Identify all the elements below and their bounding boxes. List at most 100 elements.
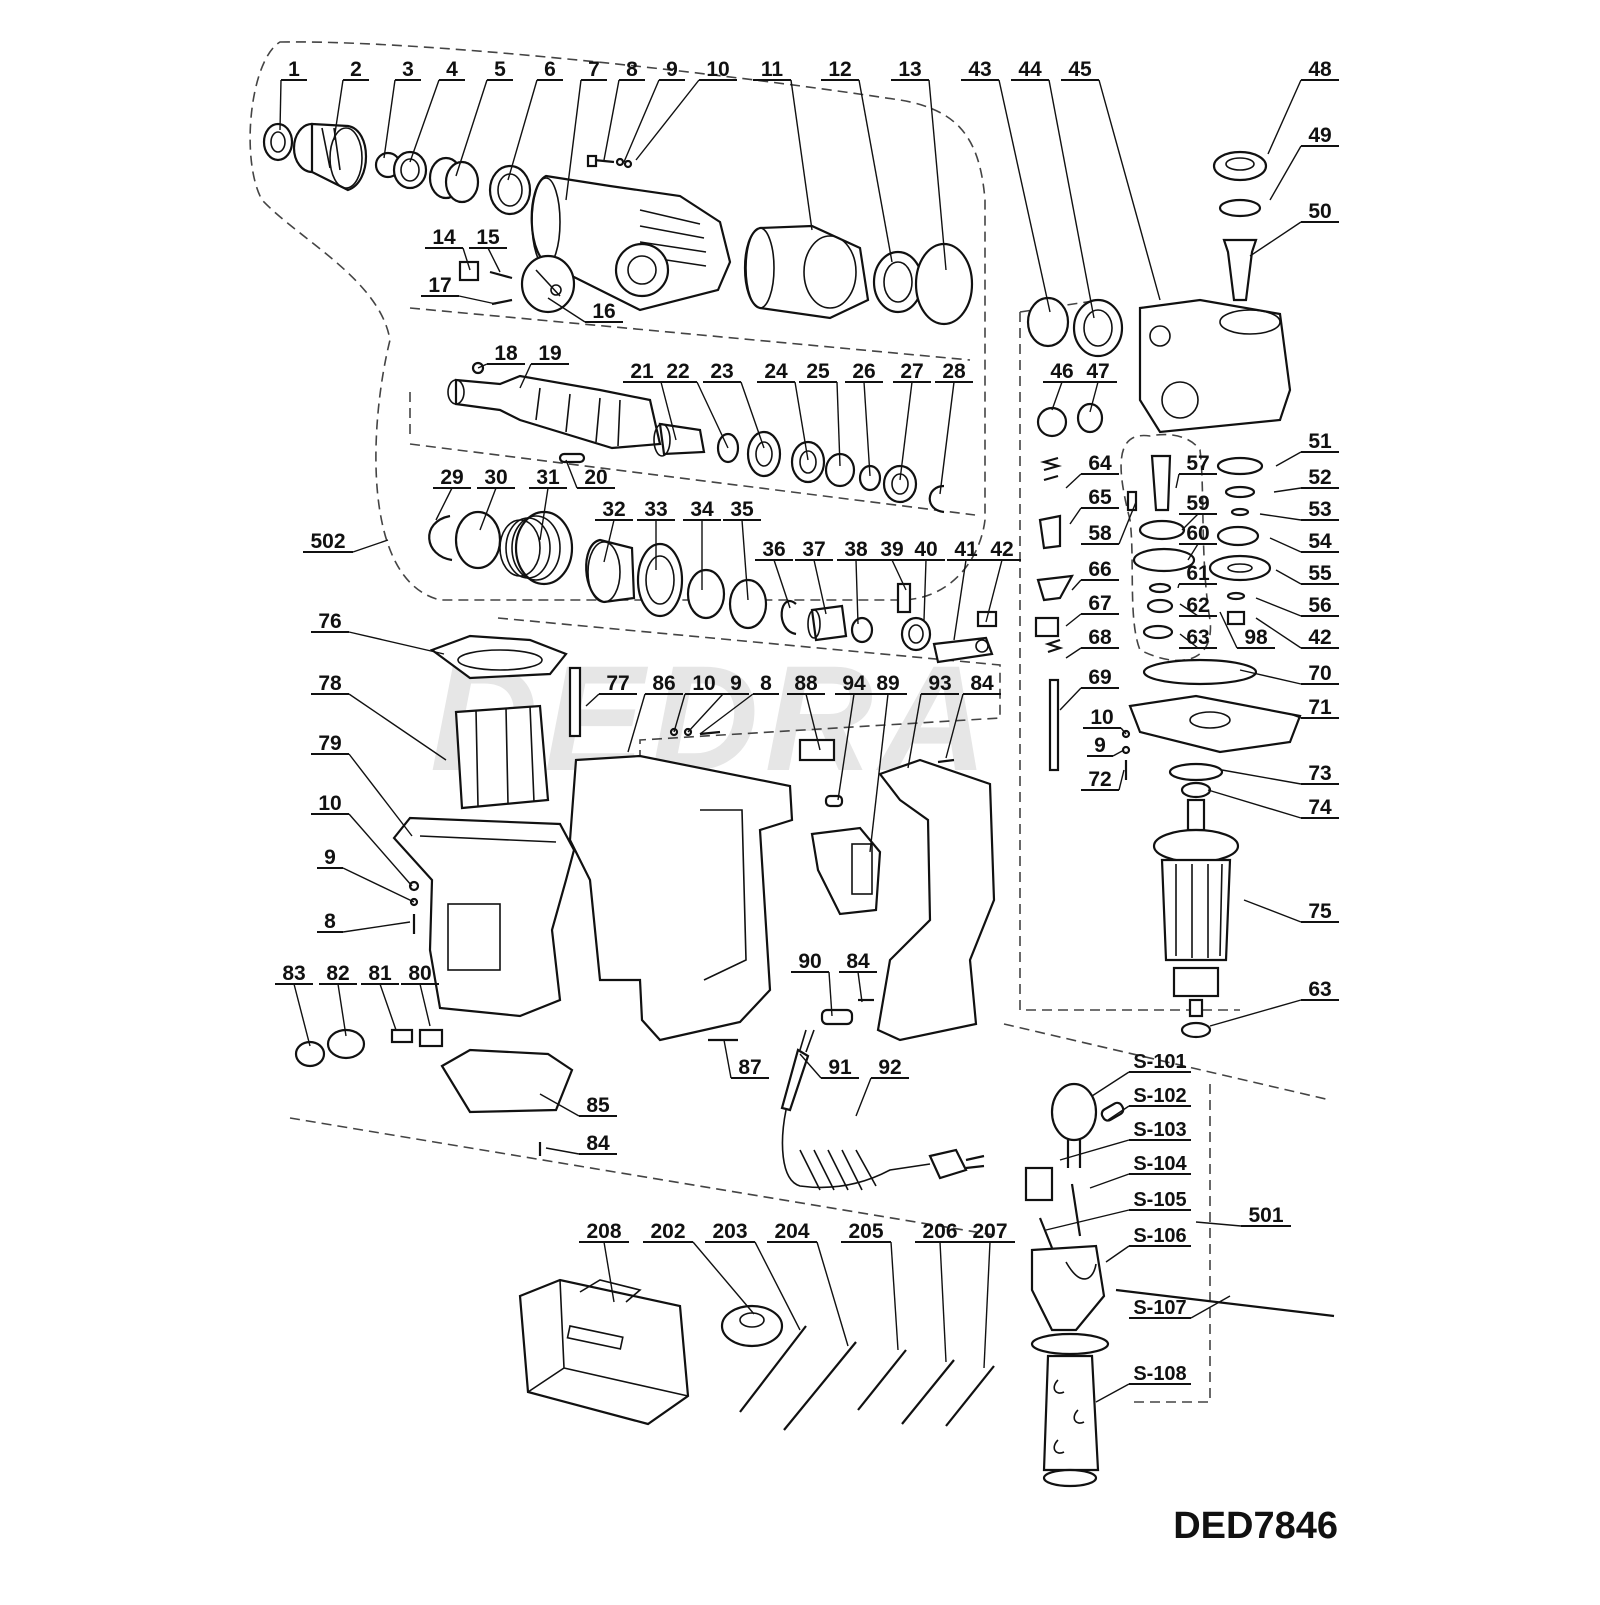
callout-label: S-103	[1133, 1119, 1186, 1141]
callout-leader	[773, 559, 791, 609]
callout-s-104: S-104	[1089, 1153, 1191, 1189]
callout-80: 80	[401, 962, 439, 1027]
callout-label: 55	[1308, 562, 1332, 585]
callout-label: 74	[1308, 796, 1332, 819]
callout-208: 208	[579, 1220, 629, 1303]
part-70-o-ring	[1142, 658, 1258, 686]
callout-label: 34	[690, 498, 714, 521]
callout-8: 8	[699, 672, 779, 735]
callout-38: 38	[837, 538, 875, 625]
callout-label: 11	[761, 58, 784, 81]
callout-88: 88	[787, 672, 825, 751]
callout-63: 63	[1209, 978, 1339, 1027]
group-line-center	[497, 617, 1001, 718]
callout-label: 3	[402, 58, 414, 81]
part-56-washer	[1226, 591, 1246, 601]
callout-s-105: S-105	[1045, 1189, 1191, 1231]
callout-label: 9	[324, 846, 336, 869]
callout-label: 501	[1248, 1204, 1283, 1227]
part-79-motor-housing	[392, 816, 576, 1018]
callout-92: 92	[855, 1056, 909, 1117]
callout-501: 501	[1195, 1204, 1291, 1227]
callout-leader	[1045, 1209, 1130, 1231]
part-65-plate	[1038, 514, 1062, 550]
callout-label: 42	[990, 538, 1013, 561]
callout-28: 28	[935, 360, 973, 495]
callout-502: 502	[303, 530, 389, 553]
callout-label: 69	[1088, 666, 1111, 689]
callout-label: 29	[440, 466, 463, 489]
callout-leader	[816, 1241, 849, 1347]
callout-label: 10	[692, 672, 715, 695]
group-line-upper	[409, 307, 971, 361]
callout-s-108: S-108	[1095, 1363, 1191, 1403]
callout-40: 40	[907, 538, 945, 621]
callout-label: 98	[1244, 626, 1268, 649]
callout-56: 56	[1255, 594, 1339, 617]
part-76-baffle	[429, 634, 568, 680]
callout-label: 26	[852, 360, 875, 383]
part-63-bearing-b	[1180, 1021, 1212, 1039]
callout-10: 10	[635, 58, 737, 161]
callout-leader	[419, 983, 431, 1027]
callout-leader	[1107, 1105, 1130, 1121]
callout-leader	[863, 381, 871, 477]
part-1-seal	[262, 122, 294, 162]
callout-leader	[837, 693, 855, 801]
callout-label: 20	[584, 466, 607, 489]
callout-label: 10	[706, 58, 729, 81]
callout-leader	[790, 79, 813, 231]
callout-leader	[1065, 647, 1082, 659]
callout-label: 18	[494, 342, 518, 365]
part-62-gear	[1146, 598, 1174, 614]
callout-leader	[1289, 713, 1302, 719]
callout-leader	[1181, 513, 1199, 531]
part-54-clutch	[1216, 525, 1260, 547]
callout-45: 45	[1061, 58, 1161, 301]
callout-label: 6	[544, 58, 556, 81]
callout-15: 15	[469, 226, 507, 273]
callout-48: 48	[1267, 58, 1339, 155]
callout-87: 87	[723, 1039, 769, 1079]
part-33-gear	[636, 542, 684, 618]
part-34-ring	[686, 568, 726, 620]
callout-label: 43	[968, 58, 991, 81]
part-29-circlip	[428, 514, 453, 562]
callout-label: 2	[350, 58, 362, 81]
callout-42: 42	[983, 538, 1021, 623]
callout-47: 47	[1079, 360, 1117, 413]
callout-label: 27	[900, 360, 923, 383]
part-27-bearing	[882, 464, 918, 504]
callout-label: 78	[318, 672, 342, 695]
callout-label: 77	[606, 672, 629, 695]
callout-21: 21	[623, 360, 677, 441]
part-53-washer	[1230, 507, 1250, 517]
callout-leader	[673, 693, 686, 733]
callout-label: 71	[1308, 696, 1332, 719]
callout-203: 203	[705, 1220, 801, 1331]
part-38-o-ring	[850, 616, 874, 644]
callout-leader	[857, 971, 863, 1003]
callout-leader	[692, 1241, 755, 1315]
callout-74: 74	[1207, 789, 1339, 819]
callout-leader	[342, 921, 411, 933]
callout-leader	[1118, 501, 1137, 545]
callout-label: 17	[428, 274, 451, 297]
part-69-rod	[1048, 678, 1060, 772]
callout-70: 70	[1239, 662, 1339, 685]
callout-leader	[1267, 79, 1302, 155]
callout-label: 94	[842, 672, 866, 695]
callout-46: 46	[1043, 360, 1081, 411]
callout-leader	[603, 1241, 615, 1303]
part-40-bearing	[900, 616, 932, 652]
callout-leader	[1048, 79, 1095, 319]
callout-label: 36	[762, 538, 785, 561]
group-outline-accessories	[1003, 1023, 1331, 1101]
callout-leader	[1269, 537, 1302, 553]
model-title: DED7846	[1173, 1505, 1338, 1547]
callout-18: 18	[477, 342, 525, 369]
callout-leader	[337, 983, 347, 1037]
callout-label: 204	[774, 1220, 809, 1243]
